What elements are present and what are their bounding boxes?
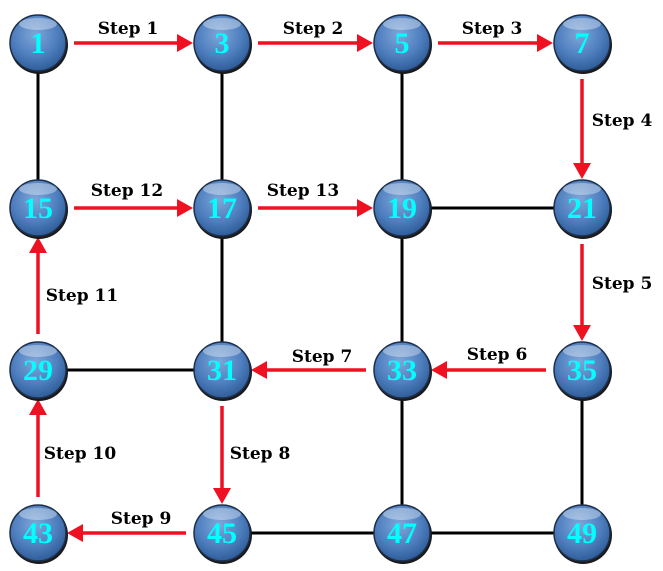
arrowhead-icon xyxy=(537,34,553,52)
node-43: 43 xyxy=(9,504,68,564)
node-47: 47 xyxy=(373,504,432,564)
node-label: 3 xyxy=(215,27,230,60)
step-arrow-6 xyxy=(431,361,546,379)
step-label: Step 12 xyxy=(91,181,163,201)
step-arrow-2 xyxy=(258,34,373,52)
step-label: Step 5 xyxy=(592,274,653,294)
step-arrow-9 xyxy=(67,524,186,542)
arrowhead-icon xyxy=(573,163,591,179)
node-label: 45 xyxy=(207,517,237,550)
step-label: Step 1 xyxy=(98,19,159,39)
arrowhead-icon xyxy=(177,199,193,217)
node-1: 1 xyxy=(9,14,68,74)
node-label: 31 xyxy=(207,354,237,387)
node-label: 29 xyxy=(23,354,53,387)
step-label: Step 10 xyxy=(44,444,117,464)
step-arrow-8 xyxy=(213,406,231,504)
node-label: 7 xyxy=(575,27,590,60)
step-label: Step 3 xyxy=(462,19,523,39)
step-label: Step 9 xyxy=(111,509,172,529)
node-label: 47 xyxy=(387,517,417,550)
node-33: 33 xyxy=(373,341,432,401)
step-arrow-4 xyxy=(573,79,591,179)
node-label: 17 xyxy=(207,192,237,225)
arrowhead-icon xyxy=(573,325,591,341)
node-label: 33 xyxy=(387,354,417,387)
node-7: 7 xyxy=(553,14,612,74)
node-label: 5 xyxy=(395,27,410,60)
arrowhead-icon xyxy=(251,361,267,379)
step-label: Step 2 xyxy=(283,19,344,39)
step-label: Step 6 xyxy=(467,345,528,365)
step-arrow-10 xyxy=(29,399,47,497)
arrowhead-icon xyxy=(177,34,193,52)
node-29: 29 xyxy=(9,341,68,401)
node-49: 49 xyxy=(553,504,612,564)
step-arrow-5 xyxy=(573,244,591,341)
step-arrow-11 xyxy=(29,237,47,334)
step-label: Step 13 xyxy=(267,181,339,201)
step-arrow-1 xyxy=(74,34,193,52)
step-label: Step 8 xyxy=(230,444,291,464)
arrowhead-icon xyxy=(29,237,47,253)
node-31: 31 xyxy=(193,341,252,401)
step-arrow-7 xyxy=(251,361,366,379)
node-21: 21 xyxy=(553,179,612,239)
node-label: 19 xyxy=(387,192,417,225)
node-label: 43 xyxy=(23,517,53,550)
arrowhead-icon xyxy=(431,361,447,379)
step-label: Step 4 xyxy=(592,111,653,131)
arrowhead-icon xyxy=(29,399,47,415)
step-arrow-3 xyxy=(438,34,553,52)
node-3: 3 xyxy=(193,14,252,74)
node-35: 35 xyxy=(553,341,612,401)
node-17: 17 xyxy=(193,179,252,239)
node-label: 15 xyxy=(23,192,53,225)
arrowhead-icon xyxy=(357,34,373,52)
node-19: 19 xyxy=(373,179,432,239)
arrowhead-icon xyxy=(357,199,373,217)
step-label: Step 7 xyxy=(292,347,353,367)
step-arrow-13 xyxy=(258,199,373,217)
node-5: 5 xyxy=(373,14,432,74)
node-label: 21 xyxy=(567,192,597,225)
node-label: 35 xyxy=(567,354,597,387)
step-label: Step 11 xyxy=(46,286,118,306)
node-label: 49 xyxy=(567,517,597,550)
arrowhead-icon xyxy=(213,488,231,504)
node-15: 15 xyxy=(9,179,68,239)
step-arrow-12 xyxy=(74,199,193,217)
node-45: 45 xyxy=(193,504,252,564)
node-label: 1 xyxy=(31,27,46,60)
arrowhead-icon xyxy=(67,524,83,542)
